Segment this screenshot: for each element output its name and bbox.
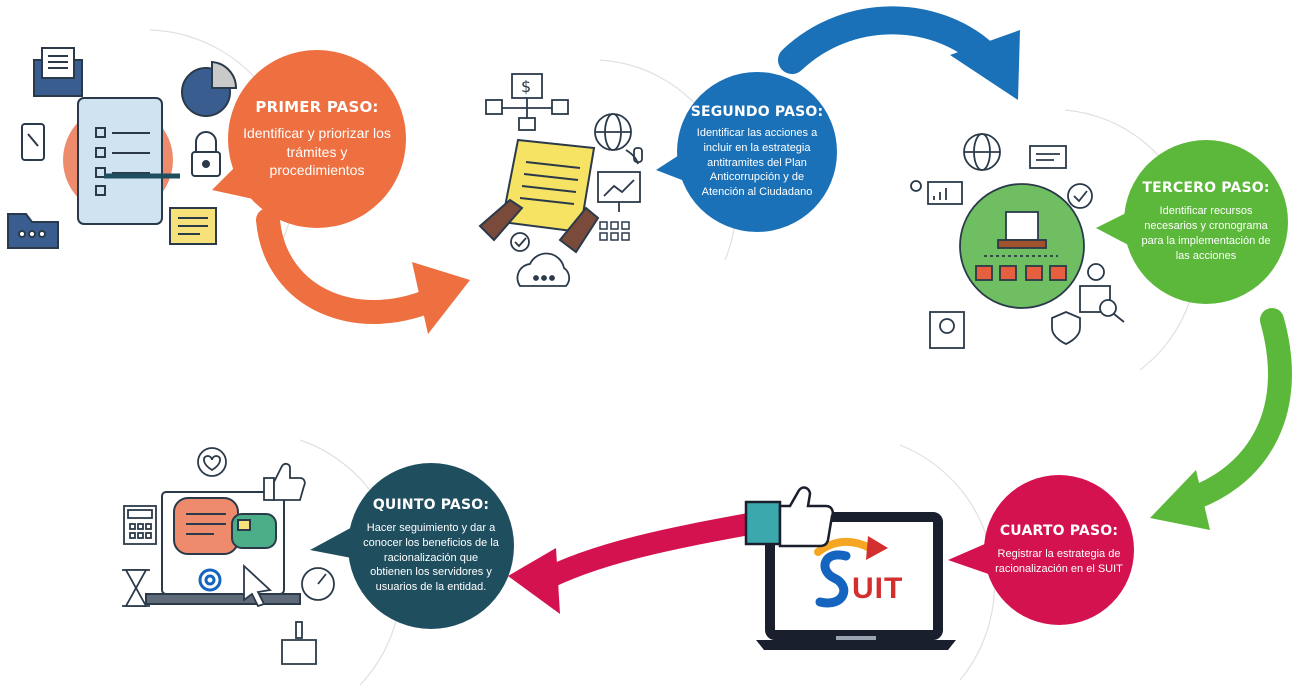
step-2-title: SEGUNDO PASO: (690, 103, 824, 120)
folder-icon (7, 213, 59, 249)
laptop-chat-icon (145, 491, 301, 605)
check-circle-icon-2 (1067, 183, 1093, 209)
pie-chart-icon (181, 60, 238, 117)
step-4-description: Registrar la estrategia de racionalizaci… (995, 548, 1123, 575)
person-search-icon (1079, 263, 1125, 323)
chart-board-icon (597, 171, 641, 212)
check-circle-icon (510, 232, 530, 252)
team-network-icon (959, 183, 1085, 309)
step-5-description: Hacer seguimiento y dar a conocer los be… (363, 521, 499, 594)
chat-icon (1029, 145, 1067, 169)
globe-icon (594, 113, 643, 165)
hourglass-icon (122, 569, 150, 607)
step-5-title: QUINTO PASO: (372, 496, 490, 513)
step-4-bubble: CUARTO PASO: Registrar la estrategia de … (984, 475, 1134, 625)
heart-chat-icon (197, 447, 227, 477)
step-3-bubble: TERCERO PASO: Identificar recursos neces… (1124, 140, 1288, 304)
arrow-step1-to-step2 (256, 208, 470, 334)
step-1-description: Identificar y priorizar los trámites y p… (243, 124, 391, 179)
pen-tool-icon (281, 621, 317, 665)
document-hands-icon (478, 138, 600, 254)
keypad-icon (599, 221, 630, 241)
presenter-icon (910, 180, 963, 205)
globe-icon-2 (963, 133, 1001, 171)
thumbs-up-outline-icon (263, 462, 306, 501)
step-1-bubble: PRIMER PASO: Identificar y priorizar los… (228, 50, 406, 228)
step-3-title: TERCERO PASO: (1142, 180, 1270, 197)
envelope-icon (33, 47, 83, 97)
lock-icon (191, 131, 221, 177)
step-2-description: Identificar las acciones a incluir en la… (696, 126, 818, 199)
svg-text:$: $ (521, 77, 531, 96)
video-call-icon (929, 311, 965, 349)
arrow-step3-to-step4 (1150, 308, 1292, 530)
arrow-step4-to-step5 (508, 511, 771, 614)
shield-icon (1051, 311, 1081, 345)
step-3-description: Identificar recursos necesarios y cronog… (1141, 205, 1271, 262)
cloud-gear-icon (516, 252, 571, 287)
arrow-step2-to-step3 (778, 6, 1020, 100)
thumbs-up-icon (744, 486, 834, 548)
tablet-icon (21, 123, 45, 161)
step-1-title: PRIMER PASO: (255, 97, 379, 116)
calculator-icon (123, 505, 157, 545)
suit-logo-text: UIT (852, 572, 904, 605)
compass-icon (301, 567, 335, 601)
gear-icon (198, 568, 222, 592)
step-2-bubble: SEGUNDO PASO: Identificar las acciones a… (677, 72, 837, 232)
step-4-title: CUARTO PASO: (999, 523, 1119, 540)
cursor-icon (243, 563, 272, 608)
step-5-bubble: QUINTO PASO: Hacer seguimiento y dar a c… (348, 463, 514, 629)
note-icon (169, 207, 217, 245)
checklist-illustration (63, 97, 180, 225)
dollar-flowchart-icon: $ (485, 73, 569, 131)
